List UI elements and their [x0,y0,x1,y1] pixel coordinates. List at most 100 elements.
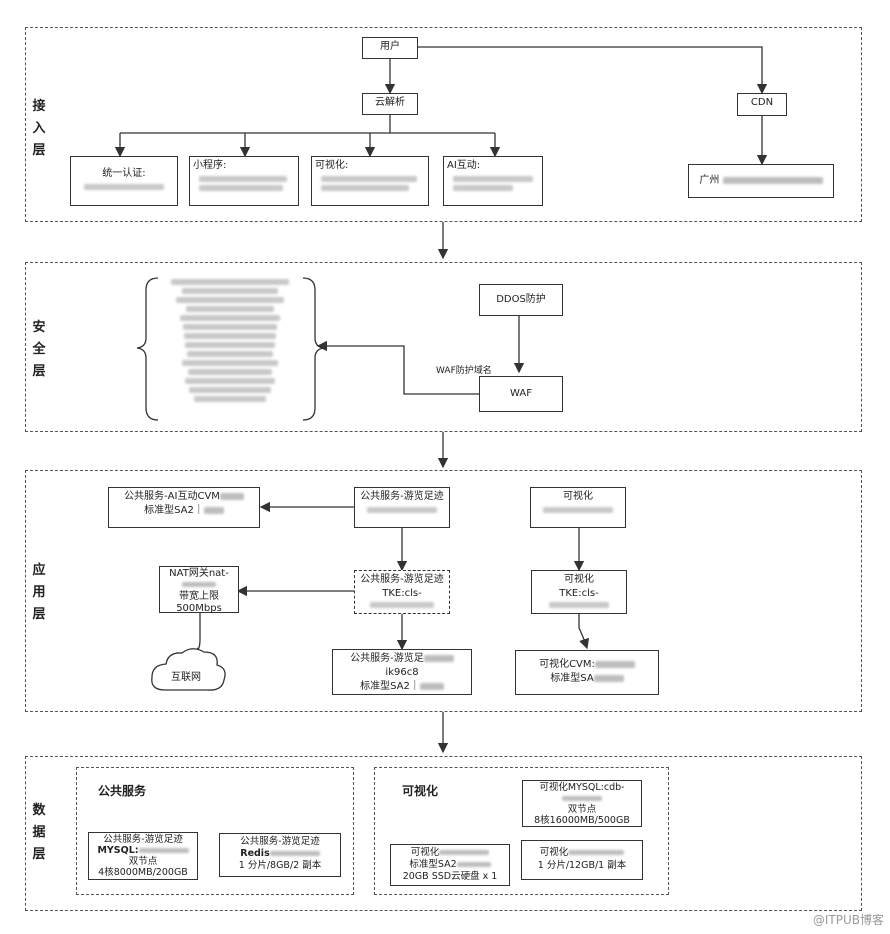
node-waf[interactable]: WAF [479,376,563,412]
node-ddos[interactable]: DDOS防护 [479,284,563,316]
node-tour-cvm-line3: 标准型SA2｜ [360,681,420,692]
group-public-service [76,767,354,895]
node-dns[interactable]: 云解析 [362,93,418,115]
group-visual [374,767,669,895]
redacted-text [549,602,609,608]
node-vis[interactable]: 可视化 [530,487,626,528]
node-nat-line2: 带宽上限 [179,591,219,602]
node-cdn-child-label: 广州 [699,175,720,186]
redacted-text [453,185,513,191]
node-redis-visual-line1: 可视化 [539,847,569,858]
node-visual-label: 可视化: [315,160,349,171]
internet-label: 互联网 [171,672,201,683]
node-redis-visual-line2: 1 分片/12GB/1 副本 [537,860,627,871]
layer-data [25,756,862,911]
node-vis-tke-line1: 可视化 [564,574,594,585]
node-miniprogram-label: 小程序: [193,160,227,171]
redacted-text [199,176,287,182]
node-tke[interactable]: 公共服务-游览足迹 TKE:cls- [354,570,450,614]
node-uniauth-label: 统一认证: [102,168,146,179]
node-mysql-public-line4: 4核8000MB/200GB [98,867,188,878]
layer-title-access: 接入层 [32,99,46,158]
redacted-text [562,796,602,801]
layer-title-application: 应用层 [32,563,46,622]
node-disk-visual[interactable]: 可视化 标准型SA2 20GB SSD云硬盘 x 1 [390,844,510,886]
node-user[interactable]: 用户 [362,37,418,59]
redacted-text [543,507,613,513]
node-mysql-visual-line2: 双节点 [567,804,597,815]
node-vis-tke[interactable]: 可视化 TKE:cls- [531,570,627,614]
edge-vistke-viscvm [578,614,590,650]
node-tke-line2: TKE:cls- [382,588,422,599]
node-mysql-public[interactable]: 公共服务-游览足迹 MYSQL: 双节点 4核8000MB/200GB [88,832,198,880]
redacted-text [370,602,434,608]
edge-waf-brace [316,340,479,395]
node-ddos-label: DDOS防护 [496,294,546,305]
node-mysql-public-line2: MYSQL: [97,845,139,856]
node-vis-line1: 可视化 [563,491,593,502]
redacted-text [199,185,283,191]
redacted-waf-domain-list [165,276,295,405]
layer-access [25,27,862,222]
node-tour-cvm-line2: ik96c8 [385,667,419,678]
group-public-title: 公共服务 [98,784,147,798]
node-tour[interactable]: 公共服务-游览足迹 [354,487,450,528]
node-cdn-label: CDN [750,97,774,108]
node-cdn[interactable]: CDN [737,93,787,116]
node-redis-public-line1: 公共服务-游览足迹 [240,836,320,847]
redacted-text [84,184,164,190]
edge-user-cdn [418,46,768,95]
watermark: @ITPUB博客 [812,913,884,927]
node-ai-cvm-line1: 公共服务-AI互动CVM [124,491,220,502]
layer-security [25,262,862,432]
layer-title-security: 安全层 [32,320,46,379]
node-mysql-public-line3: 双节点 [128,856,158,867]
brace-right [302,277,325,421]
node-ai-label: AI互动: [447,160,481,171]
node-visual[interactable]: 可视化: [311,156,429,206]
brace-left [136,277,159,421]
node-mysql-visual-line3: 8核16000MB/500GB [534,815,630,826]
redacted-text [321,176,417,182]
node-uniauth[interactable]: 统一认证: [70,156,178,206]
node-tour-cvm[interactable]: 公共服务-游览足 ik96c8 标准型SA2｜ [332,649,472,695]
redacted-text [367,507,437,513]
layer-application [25,470,862,712]
node-vis-cvm-line2: 标准型SA [550,673,594,684]
node-nat[interactable]: NAT网关nat- 带宽上限 500Mbps [159,566,239,613]
node-ai[interactable]: AI互动: [443,156,543,206]
node-disk-visual-line1: 可视化 [410,847,440,858]
node-tour-cvm-line1: 公共服务-游览足 [350,653,424,664]
node-nat-line1: NAT网关nat- [169,568,229,579]
node-cdn-child[interactable]: 广州 [688,164,834,198]
redacted-text [722,176,823,184]
node-mysql-visual[interactable]: 可视化MYSQL:cdb- 双节点 8核16000MB/500GB [522,780,642,827]
node-dns-label: 云解析 [375,97,405,108]
node-vis-cvm[interactable]: 可视化CVM: 标准型SA [515,650,659,695]
redacted-text [453,176,533,182]
edge-label-waf-domain: WAF防护域名 [436,366,492,376]
node-redis-public[interactable]: 公共服务-游览足迹 Redis 1 分片/8GB/2 副本 [219,833,341,877]
node-mysql-public-line1: 公共服务-游览足迹 [103,834,183,845]
node-redis-public-line2: Redis [240,848,270,859]
node-ai-cvm-line2: 标准型SA2｜ [144,505,204,516]
internet-cloud [151,648,226,691]
node-user-label: 用户 [380,41,400,52]
edge-dns-bus [120,115,495,134]
node-miniprogram[interactable]: 小程序: [189,156,299,206]
node-redis-visual[interactable]: 可视化 1 分片/12GB/1 副本 [521,840,643,880]
node-ai-cvm[interactable]: 公共服务-AI互动CVM 标准型SA2｜ [108,487,260,528]
redacted-text [182,582,216,587]
layer-title-data: 数据层 [32,803,46,862]
node-tke-line1: 公共服务-游览足迹 [360,574,444,585]
group-visual-title: 可视化 [402,784,439,798]
node-disk-visual-line2: 标准型SA2 [409,859,457,870]
node-vis-cvm-line1: 可视化CVM: [539,659,595,670]
node-mysql-visual-line1: 可视化MYSQL:cdb- [539,782,625,793]
node-redis-public-line3: 1 分片/8GB/2 副本 [238,860,322,871]
node-disk-visual-line3: 20GB SSD云硬盘 x 1 [402,871,498,882]
redacted-text [321,185,409,191]
node-vis-tke-line2: TKE:cls- [559,588,599,599]
node-tour-line1: 公共服务-游览足迹 [360,491,444,502]
